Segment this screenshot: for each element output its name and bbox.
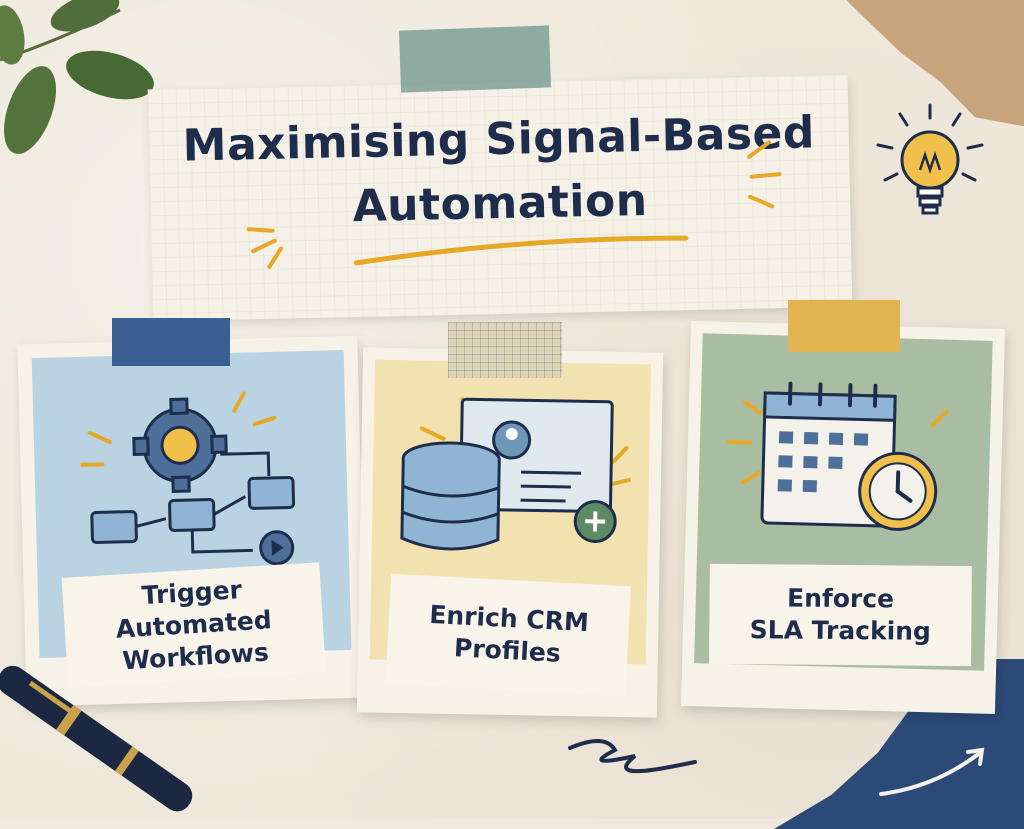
title-tape bbox=[399, 25, 551, 92]
title-sparkle-left-icon bbox=[240, 216, 301, 277]
database-profile-icon bbox=[389, 388, 642, 572]
card-trigger-workflows: Trigger Automated Workflows bbox=[17, 336, 366, 707]
fountain-pen-icon bbox=[0, 660, 220, 820]
workflow-gear-icon bbox=[79, 387, 324, 573]
card-enforce-label: Enforce SLA Tracking bbox=[709, 564, 972, 666]
card-enforce-label-line2: SLA Tracking bbox=[750, 614, 931, 648]
card-enforce-tape bbox=[788, 300, 900, 352]
card-enrich-label: Enrich CRM Profiles bbox=[385, 574, 630, 696]
card-trigger-tape bbox=[112, 318, 230, 366]
squiggle-doodle-icon bbox=[565, 728, 705, 788]
card-enforce-sla: Enforce SLA Tracking bbox=[681, 321, 1005, 714]
light-bulb-icon bbox=[870, 100, 990, 230]
title-sparkle-right-icon bbox=[729, 136, 801, 217]
calendar-clock-icon bbox=[721, 372, 976, 558]
card-enrich-tape bbox=[448, 322, 562, 378]
card-enrich-crm: Enrich CRM Profiles bbox=[357, 347, 663, 717]
arrow-doodle-icon bbox=[876, 742, 996, 802]
card-enforce-label-line1: Enforce bbox=[750, 582, 931, 616]
title-underline-stroke bbox=[351, 226, 692, 273]
title-card: Maximising Signal-Based Automation bbox=[148, 75, 853, 322]
